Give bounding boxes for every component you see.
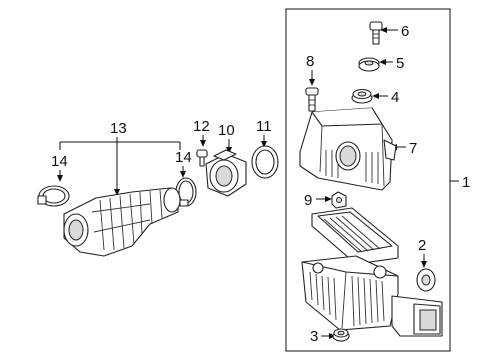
callout-10: 10 — [218, 122, 235, 139]
grommet-part-3 — [332, 328, 350, 342]
sensor-part-10 — [205, 149, 247, 197]
grommet-part-2 — [416, 268, 436, 292]
grommet-part-5 — [358, 57, 380, 72]
intake-duct-part-13 — [63, 187, 181, 257]
callout-12: 12 — [193, 118, 210, 135]
callout-4: 4 — [391, 89, 399, 106]
callout-1: 1 — [462, 174, 470, 191]
callout-5: 5 — [396, 55, 404, 72]
callout-13: 13 — [110, 120, 127, 137]
callout-14-right: 14 — [175, 149, 192, 166]
callout-9: 9 — [304, 192, 312, 209]
bolt-part-8 — [305, 87, 319, 112]
clip-part-9 — [331, 191, 347, 209]
bolt-part-6 — [369, 21, 383, 45]
grommet-part-4 — [351, 88, 373, 104]
callout-8: 8 — [306, 53, 314, 70]
hose-clamp-part-14-right — [175, 177, 197, 207]
air-cleaner-cover-part-7 — [299, 107, 397, 191]
assembly-frame — [285, 8, 451, 352]
air-cleaner-lower-housing — [301, 255, 443, 337]
air-filter-element — [311, 207, 399, 265]
screw-part-12 — [196, 149, 208, 167]
seal-ring-part-11 — [251, 145, 279, 179]
callout-14-left: 14 — [51, 153, 68, 170]
hose-clamp-part-14-left — [37, 185, 70, 207]
callout-11: 11 — [256, 118, 272, 135]
callout-7: 7 — [409, 140, 417, 157]
callout-6: 6 — [401, 23, 409, 40]
callout-2: 2 — [418, 237, 426, 254]
callout-3: 3 — [310, 328, 318, 345]
